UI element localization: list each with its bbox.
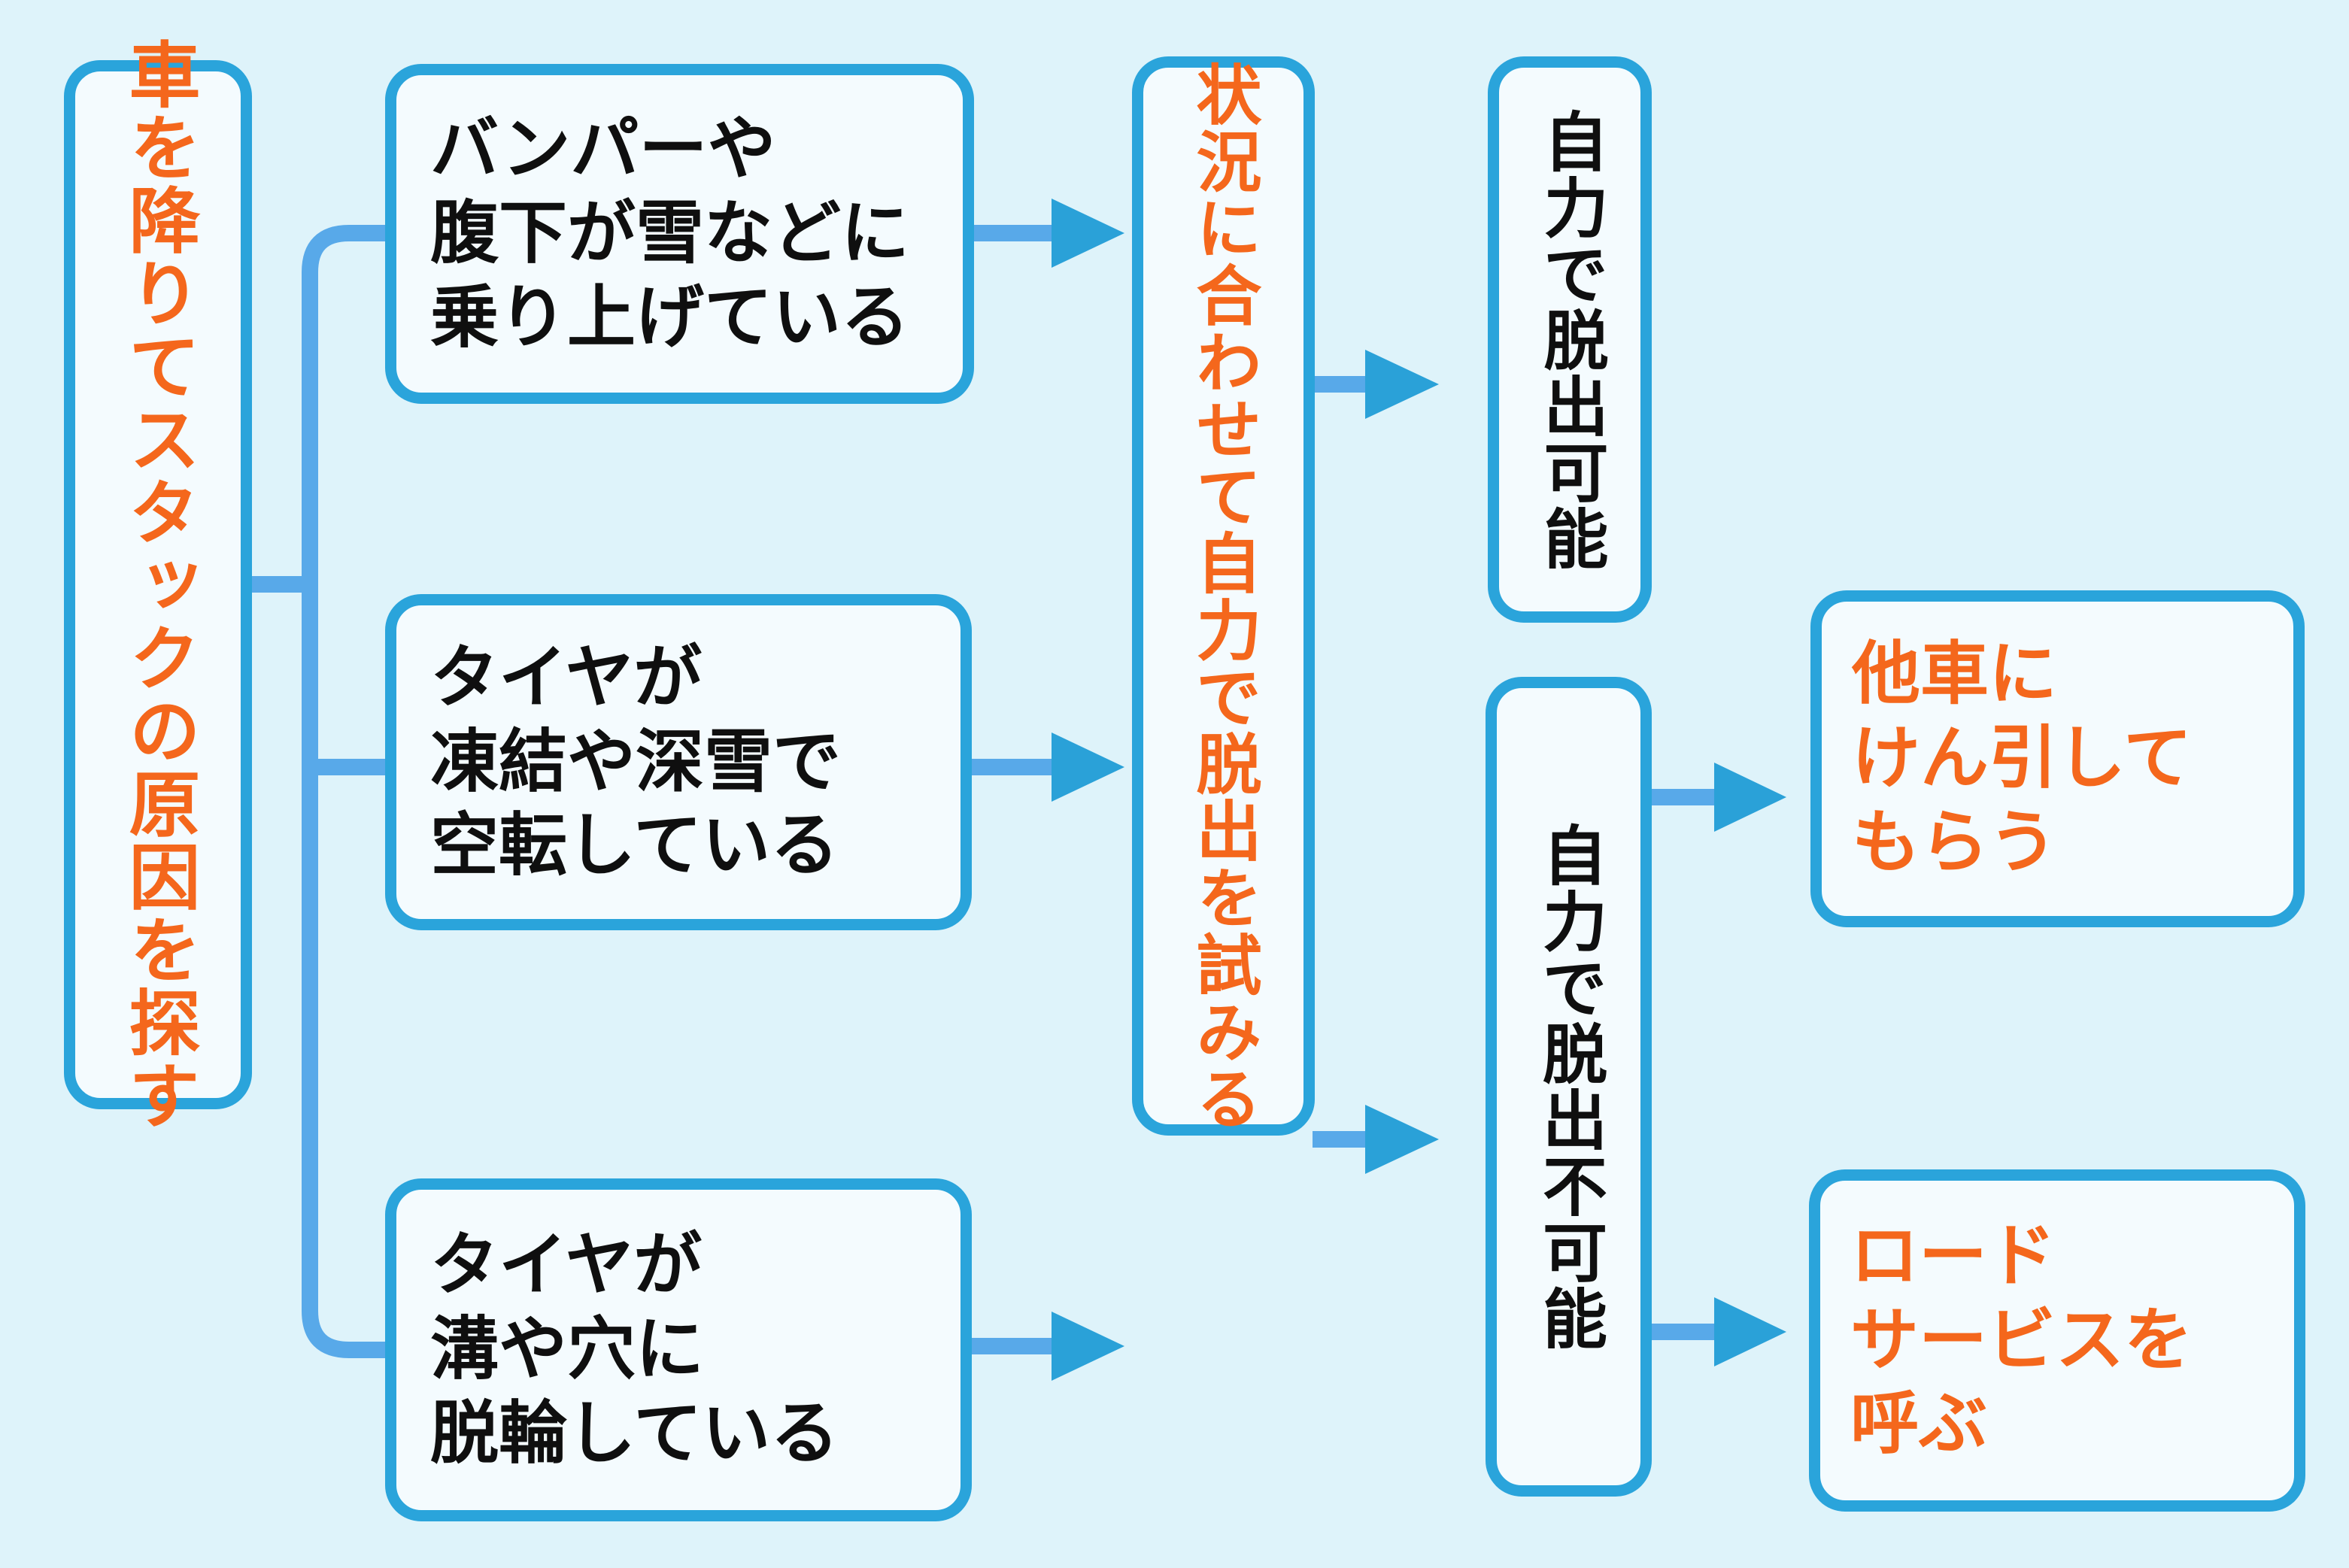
node-cause-bumper-on-snow: バンパーや 腹下が雪などに 乗り上げている — [385, 64, 974, 404]
edge-bumper-attempt-arrowhead — [1052, 199, 1124, 268]
node-cause-tire-in-ditch: タイヤが 溝や穴に 脱輪している — [385, 1178, 972, 1521]
node-attempt-self-escape-label: 状況に合わせて自力で脱出を試みる — [1185, 60, 1262, 1132]
node-find-stuck-cause: 車を降りてスタックの原因を探す — [64, 38, 252, 1132]
edge-attempt-possible-arrowhead — [1365, 350, 1439, 419]
node-get-towed-by-other-car: 他車に けん引して もらう — [1810, 590, 2305, 927]
node-cause-tire-spinning-label: タイヤが 凍結や深雪で 空転している — [430, 638, 842, 886]
node-call-road-service-label: ロード サービスを 呼ぶ — [1850, 1216, 2193, 1464]
node-call-road-service: ロード サービスを 呼ぶ — [1809, 1169, 2305, 1512]
edge-attempt-impossible-arrowhead — [1365, 1105, 1439, 1174]
node-attempt-self-escape: 状況に合わせて自力で脱出を試みる — [1132, 56, 1315, 1136]
node-cause-tire-spinning: タイヤが 凍結や深雪で 空転している — [385, 594, 972, 930]
node-escape-possible: 自力で脱出可能 — [1488, 56, 1652, 623]
node-escape-possible-label: 自力で脱出可能 — [1532, 108, 1607, 572]
edge-impossible-roadservice-arrowhead — [1714, 1297, 1786, 1366]
edge-impossible-tow-arrowhead — [1714, 763, 1786, 832]
node-cause-bumper-on-snow-label: バンパーや 腹下が雪などに 乗り上げている — [430, 110, 910, 357]
edge-ditch-attempt-arrowhead — [1052, 1312, 1124, 1381]
node-escape-impossible: 自力で脱出不可能 — [1486, 677, 1652, 1497]
node-cause-tire-in-ditch-label: タイヤが 溝や穴に 脱輪している — [430, 1226, 839, 1473]
node-escape-impossible-label: 自力で脱出不可能 — [1531, 822, 1607, 1351]
node-find-stuck-cause-label: 車を降りてスタックの原因を探す — [117, 38, 200, 1132]
edge-start-causes — [248, 225, 387, 1358]
node-get-towed-by-other-car-label: 他車に けん引して もらう — [1852, 635, 2193, 882]
edge-spin-attempt-arrowhead — [1052, 732, 1124, 802]
